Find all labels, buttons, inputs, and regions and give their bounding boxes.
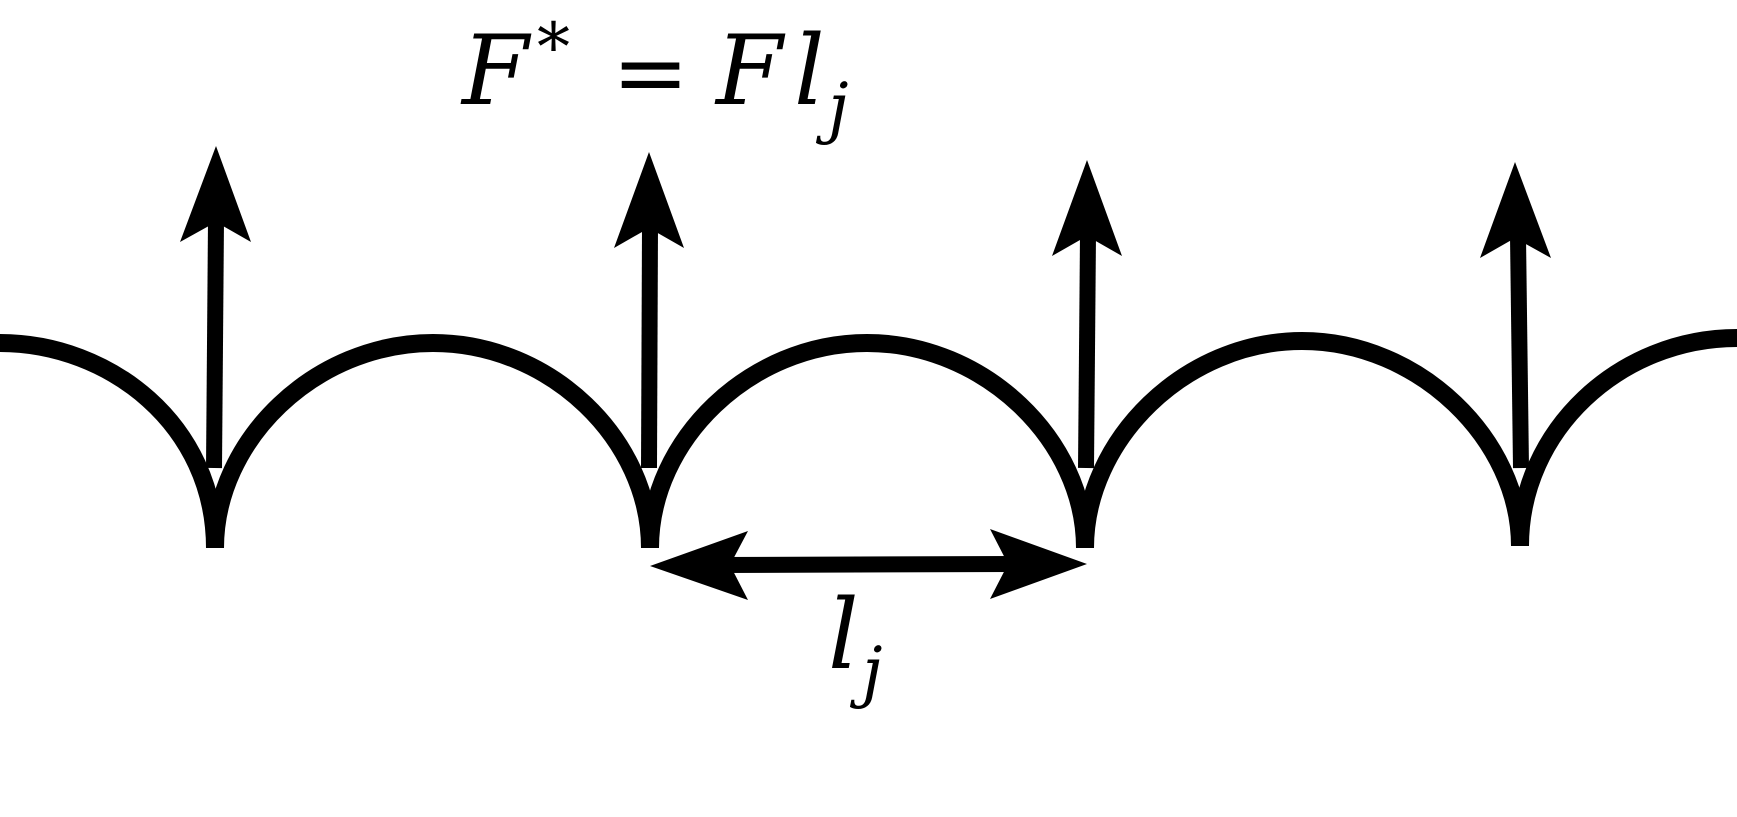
arc-right-partial — [1511, 329, 1737, 547]
arc-2 — [641, 333, 1094, 549]
spacing-arrow — [650, 529, 1087, 600]
arc-1 — [206, 333, 659, 549]
equation-equals: = — [612, 19, 689, 126]
equation-lhs-symbol: F — [460, 15, 532, 127]
arc-3 — [1076, 331, 1529, 549]
force-arrow-4 — [1480, 162, 1551, 469]
equation-lhs-superscript: * — [537, 9, 570, 86]
arc-chain — [0, 329, 1737, 549]
force-arrow-1 — [180, 146, 251, 469]
arc-left-partial — [0, 334, 224, 549]
equation-rhs-symbol-f: F — [714, 15, 786, 127]
spacing-label: l j — [828, 579, 882, 710]
force-equation: F * = F l j — [460, 9, 848, 146]
force-arrow-3 — [1052, 160, 1122, 469]
force-arrow-2 — [614, 152, 684, 469]
spacing-arrow-left-head — [650, 531, 748, 600]
spacing-label-symbol: l — [828, 579, 859, 691]
spacing-arrow-right-head — [990, 529, 1087, 599]
force-arrows — [180, 146, 1551, 469]
equation-rhs-symbol-l: l — [794, 15, 825, 127]
